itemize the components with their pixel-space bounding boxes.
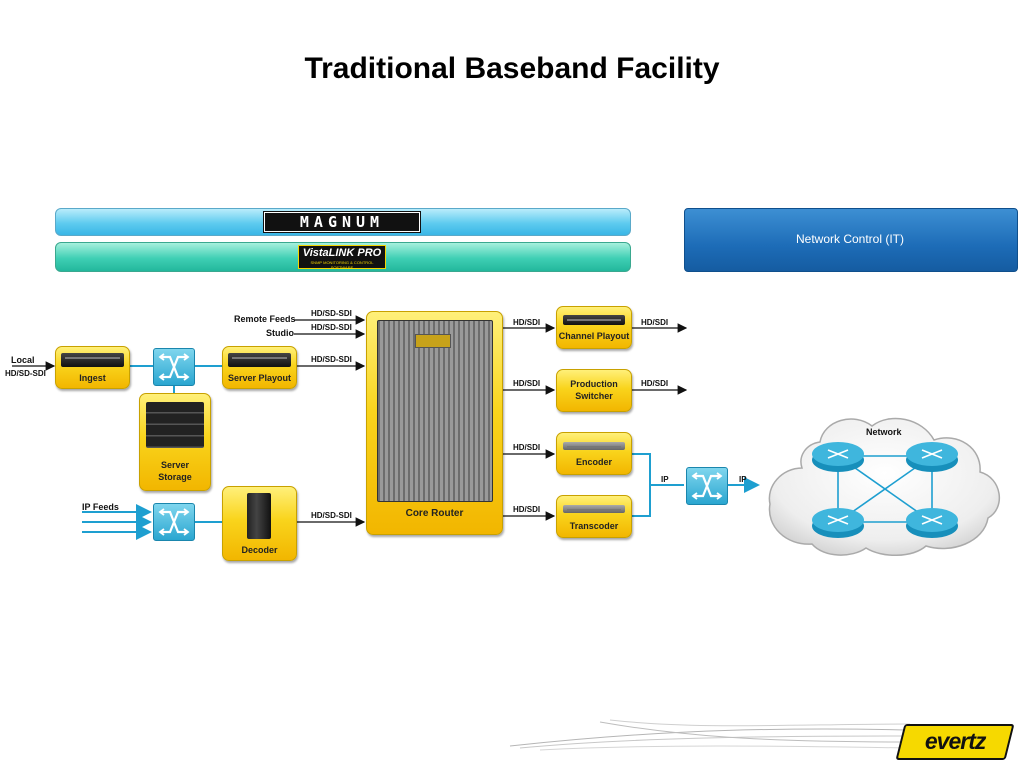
server-storage-label-1: Server xyxy=(160,460,190,470)
production-switcher-label-1: Production xyxy=(570,379,618,389)
transcoder-device-icon xyxy=(563,505,625,513)
signal-label-channel-out: HD/SDI xyxy=(641,318,669,327)
encoder-label: Encoder xyxy=(575,457,612,467)
local-format-label: HD/SD-SDI xyxy=(5,369,46,378)
ip-switch-icon xyxy=(686,467,728,505)
decoder-label: Decoder xyxy=(241,545,278,555)
server-playout-box: Server Playout xyxy=(222,346,297,389)
encoder-box: Encoder xyxy=(556,432,632,475)
signal-label-ip-network: IP xyxy=(739,475,747,484)
ingest-switch-icon xyxy=(153,348,195,386)
local-label: Local xyxy=(11,355,35,365)
channel-playout-box: Channel Playout xyxy=(556,306,632,349)
ip-feeds-switch-icon xyxy=(153,503,195,541)
signal-label-playout: HD/SD-SDI xyxy=(311,355,352,364)
transcoder-box: Transcoder xyxy=(556,495,632,538)
vistalink-logo: VistaLINK PRO SNMP MONITORING & CONTROL … xyxy=(298,245,386,270)
router-chassis-panel-icon xyxy=(415,334,451,348)
footer-swoosh xyxy=(509,719,911,751)
ingest-label: Ingest xyxy=(79,373,106,383)
vistalink-logo-text: VistaLINK PRO xyxy=(302,247,382,259)
decoder-card-icon xyxy=(247,493,271,539)
network-label: Network xyxy=(866,427,902,437)
network-cloud-icon xyxy=(768,417,1001,556)
signal-label-switcher-in: HD/SDI xyxy=(513,379,541,388)
magnum-logo: MAGNUM xyxy=(264,212,420,232)
ingest-box: Ingest xyxy=(55,346,130,389)
decoder-box: Decoder xyxy=(222,486,297,561)
evertz-logo: evertz xyxy=(895,724,1015,760)
signal-label-switcher-out: HD/SDI xyxy=(641,379,669,388)
core-router-box: Core Router xyxy=(366,311,503,535)
signal-label-decoder: HD/SD-SDI xyxy=(311,511,352,520)
network-control-bar xyxy=(684,208,1018,272)
signal-label-channel-in: HD/SDI xyxy=(513,318,541,327)
storage-array-icon xyxy=(146,402,204,448)
signal-label-encoder-in: HD/SDI xyxy=(513,443,541,452)
production-switcher-label-2: Switcher xyxy=(575,391,613,401)
channel-playout-label: Channel Playout xyxy=(558,331,630,341)
remote-feeds-label: Remote Feeds xyxy=(234,314,296,324)
page-title: Traditional Baseband Facility xyxy=(304,52,720,85)
transcoder-label: Transcoder xyxy=(569,521,619,531)
evertz-logo-text: evertz xyxy=(924,728,986,754)
channel-playout-device-icon xyxy=(563,315,625,325)
server-playout-device-icon xyxy=(228,353,291,367)
server-playout-label: Server Playout xyxy=(227,373,292,383)
signal-label-transcoder-in: HD/SDI xyxy=(513,505,541,514)
signal-label-studio: HD/SD-SDI xyxy=(311,323,352,332)
signal-label-ip-switch: IP xyxy=(661,475,669,484)
core-router-label: Core Router xyxy=(405,508,464,519)
production-switcher-box: Production Switcher xyxy=(556,369,632,412)
network-control-label: Network Control (IT) xyxy=(795,232,905,246)
server-storage-box: Server Storage xyxy=(139,393,211,491)
signal-label-remote: HD/SD-SDI xyxy=(311,309,352,318)
server-storage-label-2: Storage xyxy=(158,472,192,482)
ip-feeds-label: IP Feeds xyxy=(82,502,119,512)
encoder-device-icon xyxy=(563,442,625,450)
studio-label: Studio xyxy=(266,328,294,338)
router-chassis-icon xyxy=(377,320,493,502)
ingest-device-icon xyxy=(61,353,124,367)
vistalink-logo-subtext: SNMP MONITORING & CONTROL SOFTWARE xyxy=(310,260,374,270)
